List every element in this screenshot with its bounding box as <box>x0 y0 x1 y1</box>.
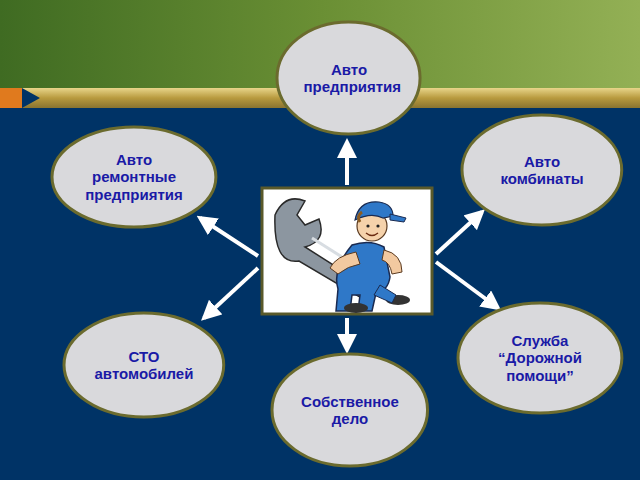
ellipse-node: Авто предприятия <box>275 20 422 136</box>
node-text-holder: СТО автомобилей <box>62 311 226 419</box>
node-label: Авто предприятия <box>303 61 394 96</box>
node-text-holder: Авто предприятия <box>275 20 422 136</box>
node-text-holder: Авто комбинаты <box>460 113 624 227</box>
ellipse-node: Собственное дело <box>270 352 430 468</box>
node-label: Авто ремонтные предприятия <box>81 151 187 203</box>
node-text-holder: Служба “Дорожной помощи” <box>456 301 624 415</box>
ellipse-node: Авто ремонтные предприятия <box>50 125 218 229</box>
node-label: Собственное дело <box>300 393 400 428</box>
ellipse-node: Служба “Дорожной помощи” <box>456 301 624 415</box>
ellipse-node: СТО автомобилей <box>62 311 226 419</box>
node-label: СТО автомобилей <box>92 348 195 383</box>
node-text-holder: Авто ремонтные предприятия <box>50 125 218 229</box>
arrows <box>200 142 498 350</box>
orange-tab <box>0 88 22 108</box>
node-text-holder: Собственное дело <box>270 352 430 468</box>
mechanic-picture <box>262 188 432 314</box>
node-label: Авто комбинаты <box>490 153 593 188</box>
node-label: Служба “Дорожной помощи” <box>487 332 593 384</box>
ellipse-node: Авто комбинаты <box>460 113 624 227</box>
blue-ground <box>0 108 640 480</box>
